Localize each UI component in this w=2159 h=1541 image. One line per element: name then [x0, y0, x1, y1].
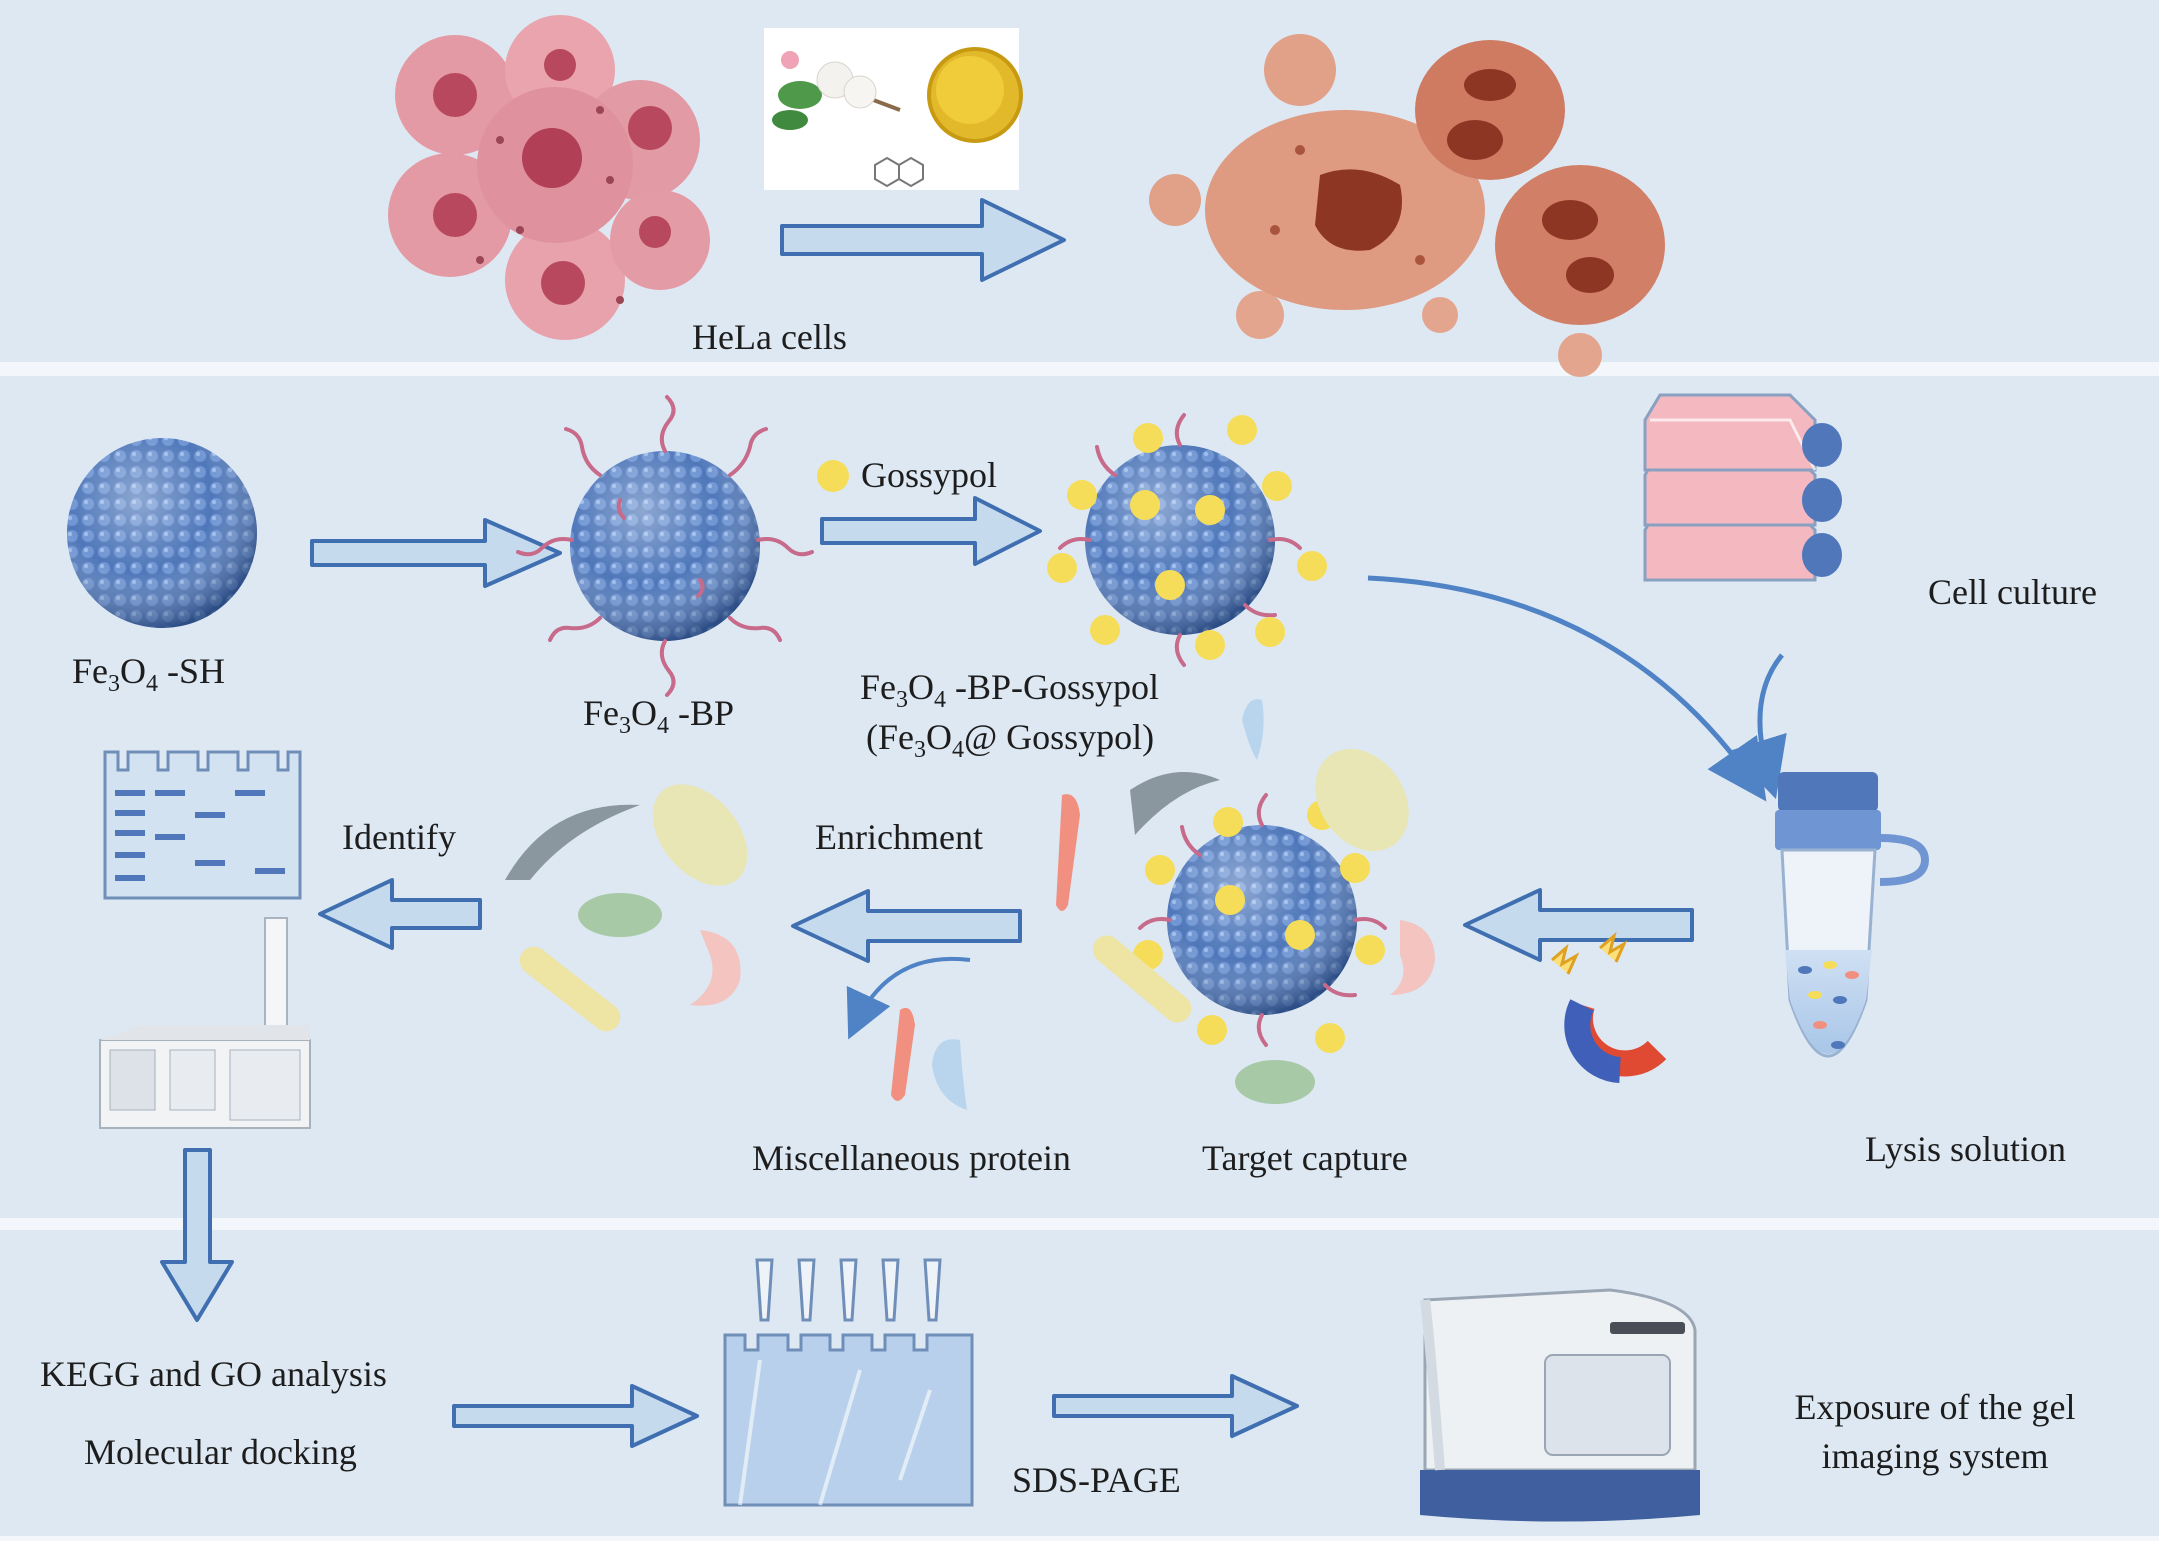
lysis-solution-label: Lysis solution — [1865, 1129, 2067, 1169]
enrichment-label: Enrichment — [815, 817, 983, 857]
fe3o4-bp-label: Fe3O4 -BP — [583, 693, 735, 739]
fe3o4-bp-label-part: -BP — [669, 693, 735, 733]
down-arrow — [160, 1148, 234, 1322]
fe3o4-bp-nanoparticle — [516, 395, 814, 697]
fe3o4-at-gossypol-part: @ Gossypol) — [964, 717, 1155, 757]
apoptotic-cells — [1149, 34, 1665, 377]
magnet-icon — [1551, 931, 1667, 1083]
flow-curve-to-tube — [1367, 575, 1767, 802]
fe3o4-at-gossypol-label: (Fe3O4@ Gossypol) — [866, 717, 1155, 763]
target-capture-complex — [1056, 699, 1435, 1104]
capture-arrow — [1463, 888, 1694, 962]
arrow-to-imaging — [1052, 1374, 1299, 1438]
gossypol-legend-dot — [817, 460, 849, 492]
fe3o4-sh-label-part: 3 — [108, 671, 120, 697]
identify-label: Identify — [342, 817, 456, 857]
fe3o4-at-gossypol-part: 4 — [952, 737, 964, 763]
gel-image — [103, 750, 302, 900]
flow-curve-culture-to-tube — [1729, 653, 1787, 800]
fe3o4-at-gossypol-part: O — [926, 717, 952, 757]
miscellaneous-protein-set — [846, 956, 971, 1110]
enrichment-arrow — [791, 889, 1022, 963]
fe3o4-bp-gossypol-part: 4 — [934, 687, 946, 713]
hela-cells-label: HeLa cells — [692, 317, 847, 357]
fe3o4-bp-label-part: Fe — [583, 693, 619, 733]
bottom-panel — [0, 1230, 2159, 1536]
gossypol-source-image — [764, 28, 1023, 190]
arrow-bp-to-gossypol — [820, 496, 1042, 566]
gossypol-label: Gossypol — [861, 455, 998, 495]
cell-culture-label: Cell culture — [1928, 572, 2097, 612]
culture-flasks — [1643, 393, 1842, 582]
fe3o4-at-gossypol-part: (Fe — [866, 717, 914, 757]
lysis-tube — [1775, 772, 1930, 1058]
arrow-sh-to-bp — [310, 518, 562, 588]
fe3o4-sh-label-part: Fe — [72, 651, 108, 691]
fe3o4-sh-nanoparticle — [67, 438, 257, 628]
fe3o4-sh-label-part: 4 — [146, 671, 158, 697]
treatment-arrow — [780, 198, 1066, 282]
gel-imaging-system — [1420, 1288, 1700, 1522]
fe3o4-gossypol-nanoparticle — [1047, 413, 1327, 667]
fe3o4-bp-gossypol-part: -BP-Gossypol — [946, 667, 1160, 707]
fe3o4-bp-gossypol-part: Fe — [860, 667, 896, 707]
fe3o4-sh-label-part: -SH — [158, 651, 226, 691]
fe3o4-bp-gossypol-part: O — [908, 667, 934, 707]
sds-page-gel — [723, 1258, 974, 1507]
top-panel — [0, 0, 2159, 362]
fe3o4-sh-label: Fe3O4 -SH — [72, 651, 226, 697]
miscellaneous-protein-label: Miscellaneous protein — [752, 1138, 1071, 1178]
kegg-go-label: KEGG and GO analysis — [40, 1354, 387, 1394]
exposure-label-line2: imaging system — [1821, 1436, 2049, 1476]
arrow-to-sds-page — [452, 1384, 699, 1448]
fe3o4-bp-label-part: 4 — [657, 713, 669, 739]
exposure-label-line1: Exposure of the gel — [1794, 1387, 2076, 1427]
mass-spectrometer — [99, 917, 311, 1129]
fe3o4-bp-label-part: 3 — [619, 713, 631, 739]
enriched-proteins — [505, 784, 748, 1032]
sds-page-label: SDS-PAGE — [1012, 1460, 1181, 1500]
hela-cells-cluster — [388, 15, 710, 340]
target-capture-label: Target capture — [1202, 1138, 1408, 1178]
fe3o4-bp-gossypol-part: 3 — [896, 687, 908, 713]
fe3o4-bp-gossypol-label: Fe3O4 -BP-Gossypol — [860, 667, 1160, 713]
fe3o4-sh-label-part: O — [120, 651, 146, 691]
fe3o4-bp-label-part: O — [631, 693, 657, 733]
molecular-docking-label: Molecular docking — [84, 1432, 357, 1472]
identify-arrow — [318, 878, 482, 950]
fe3o4-at-gossypol-part: 3 — [914, 737, 926, 763]
